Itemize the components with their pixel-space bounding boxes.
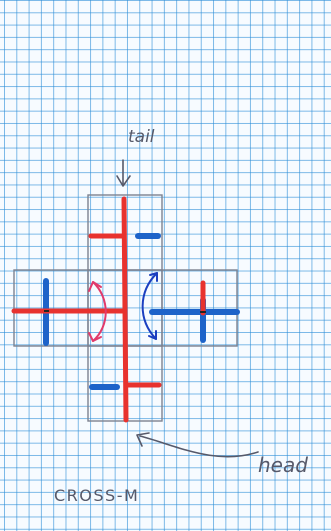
blue-arrowhead-bottom xyxy=(148,330,157,340)
tile-left xyxy=(13,269,89,347)
diagram-caption: CROSS-M xyxy=(54,486,139,505)
red-arrowhead-top xyxy=(88,281,102,292)
red-arrowhead-bottom xyxy=(88,332,102,342)
blue-arrowhead-top xyxy=(149,272,158,282)
head-arrowhead xyxy=(136,432,150,447)
pointer-arrows xyxy=(116,159,259,458)
head-arrow xyxy=(139,435,259,458)
blue-curved-arrow xyxy=(141,272,158,340)
head-label: head xyxy=(258,453,308,477)
red-curved-arrow xyxy=(92,281,107,342)
tail-arrowhead xyxy=(116,175,131,187)
tail-label: tail xyxy=(128,127,155,147)
tile-right xyxy=(161,269,238,347)
rotation-arrows xyxy=(88,272,158,342)
crossing-marks xyxy=(44,310,206,313)
